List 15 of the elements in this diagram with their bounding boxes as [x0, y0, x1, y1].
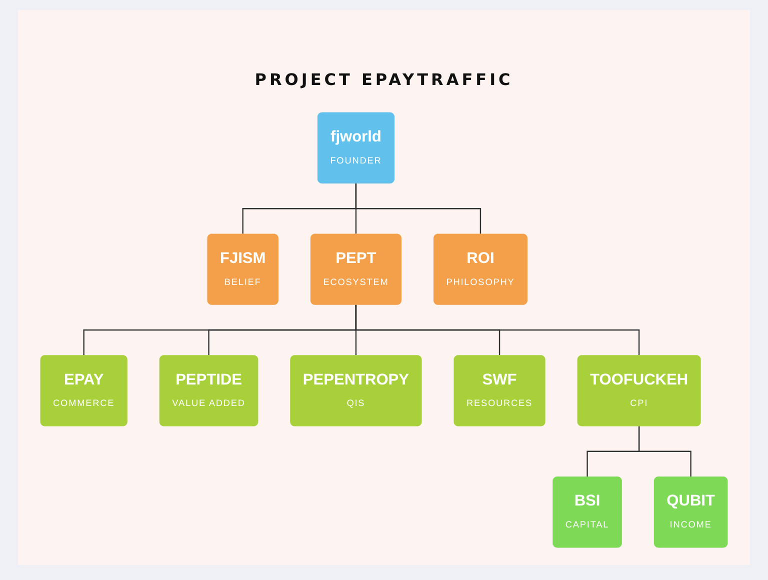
node-box: FJISM BELIEF	[207, 234, 278, 305]
node-box: EPAY COMMERCE	[40, 355, 128, 426]
node-box: fjworld FOUNDER	[317, 112, 394, 184]
node-box: QUBIT INCOME	[654, 476, 728, 548]
node-box: PEPENTROPY QIS	[290, 355, 422, 426]
node-box: PEPTIDE VALUE ADDED	[159, 355, 258, 426]
node-box: SWF RESOURCES	[454, 355, 546, 426]
connector	[355, 304, 640, 356]
node-box: ROI PHILOSOPHY	[433, 234, 528, 305]
node-box: PEPT ECOSYSTEM	[310, 234, 402, 305]
connector	[638, 426, 692, 476]
node-box: BSI CAPITAL	[552, 476, 622, 548]
chart-title: PROJECT EPAYTRAFFIC	[254, 70, 514, 89]
node-box: TOOFUCKEH CPI	[577, 355, 701, 426]
connector	[355, 184, 482, 234]
